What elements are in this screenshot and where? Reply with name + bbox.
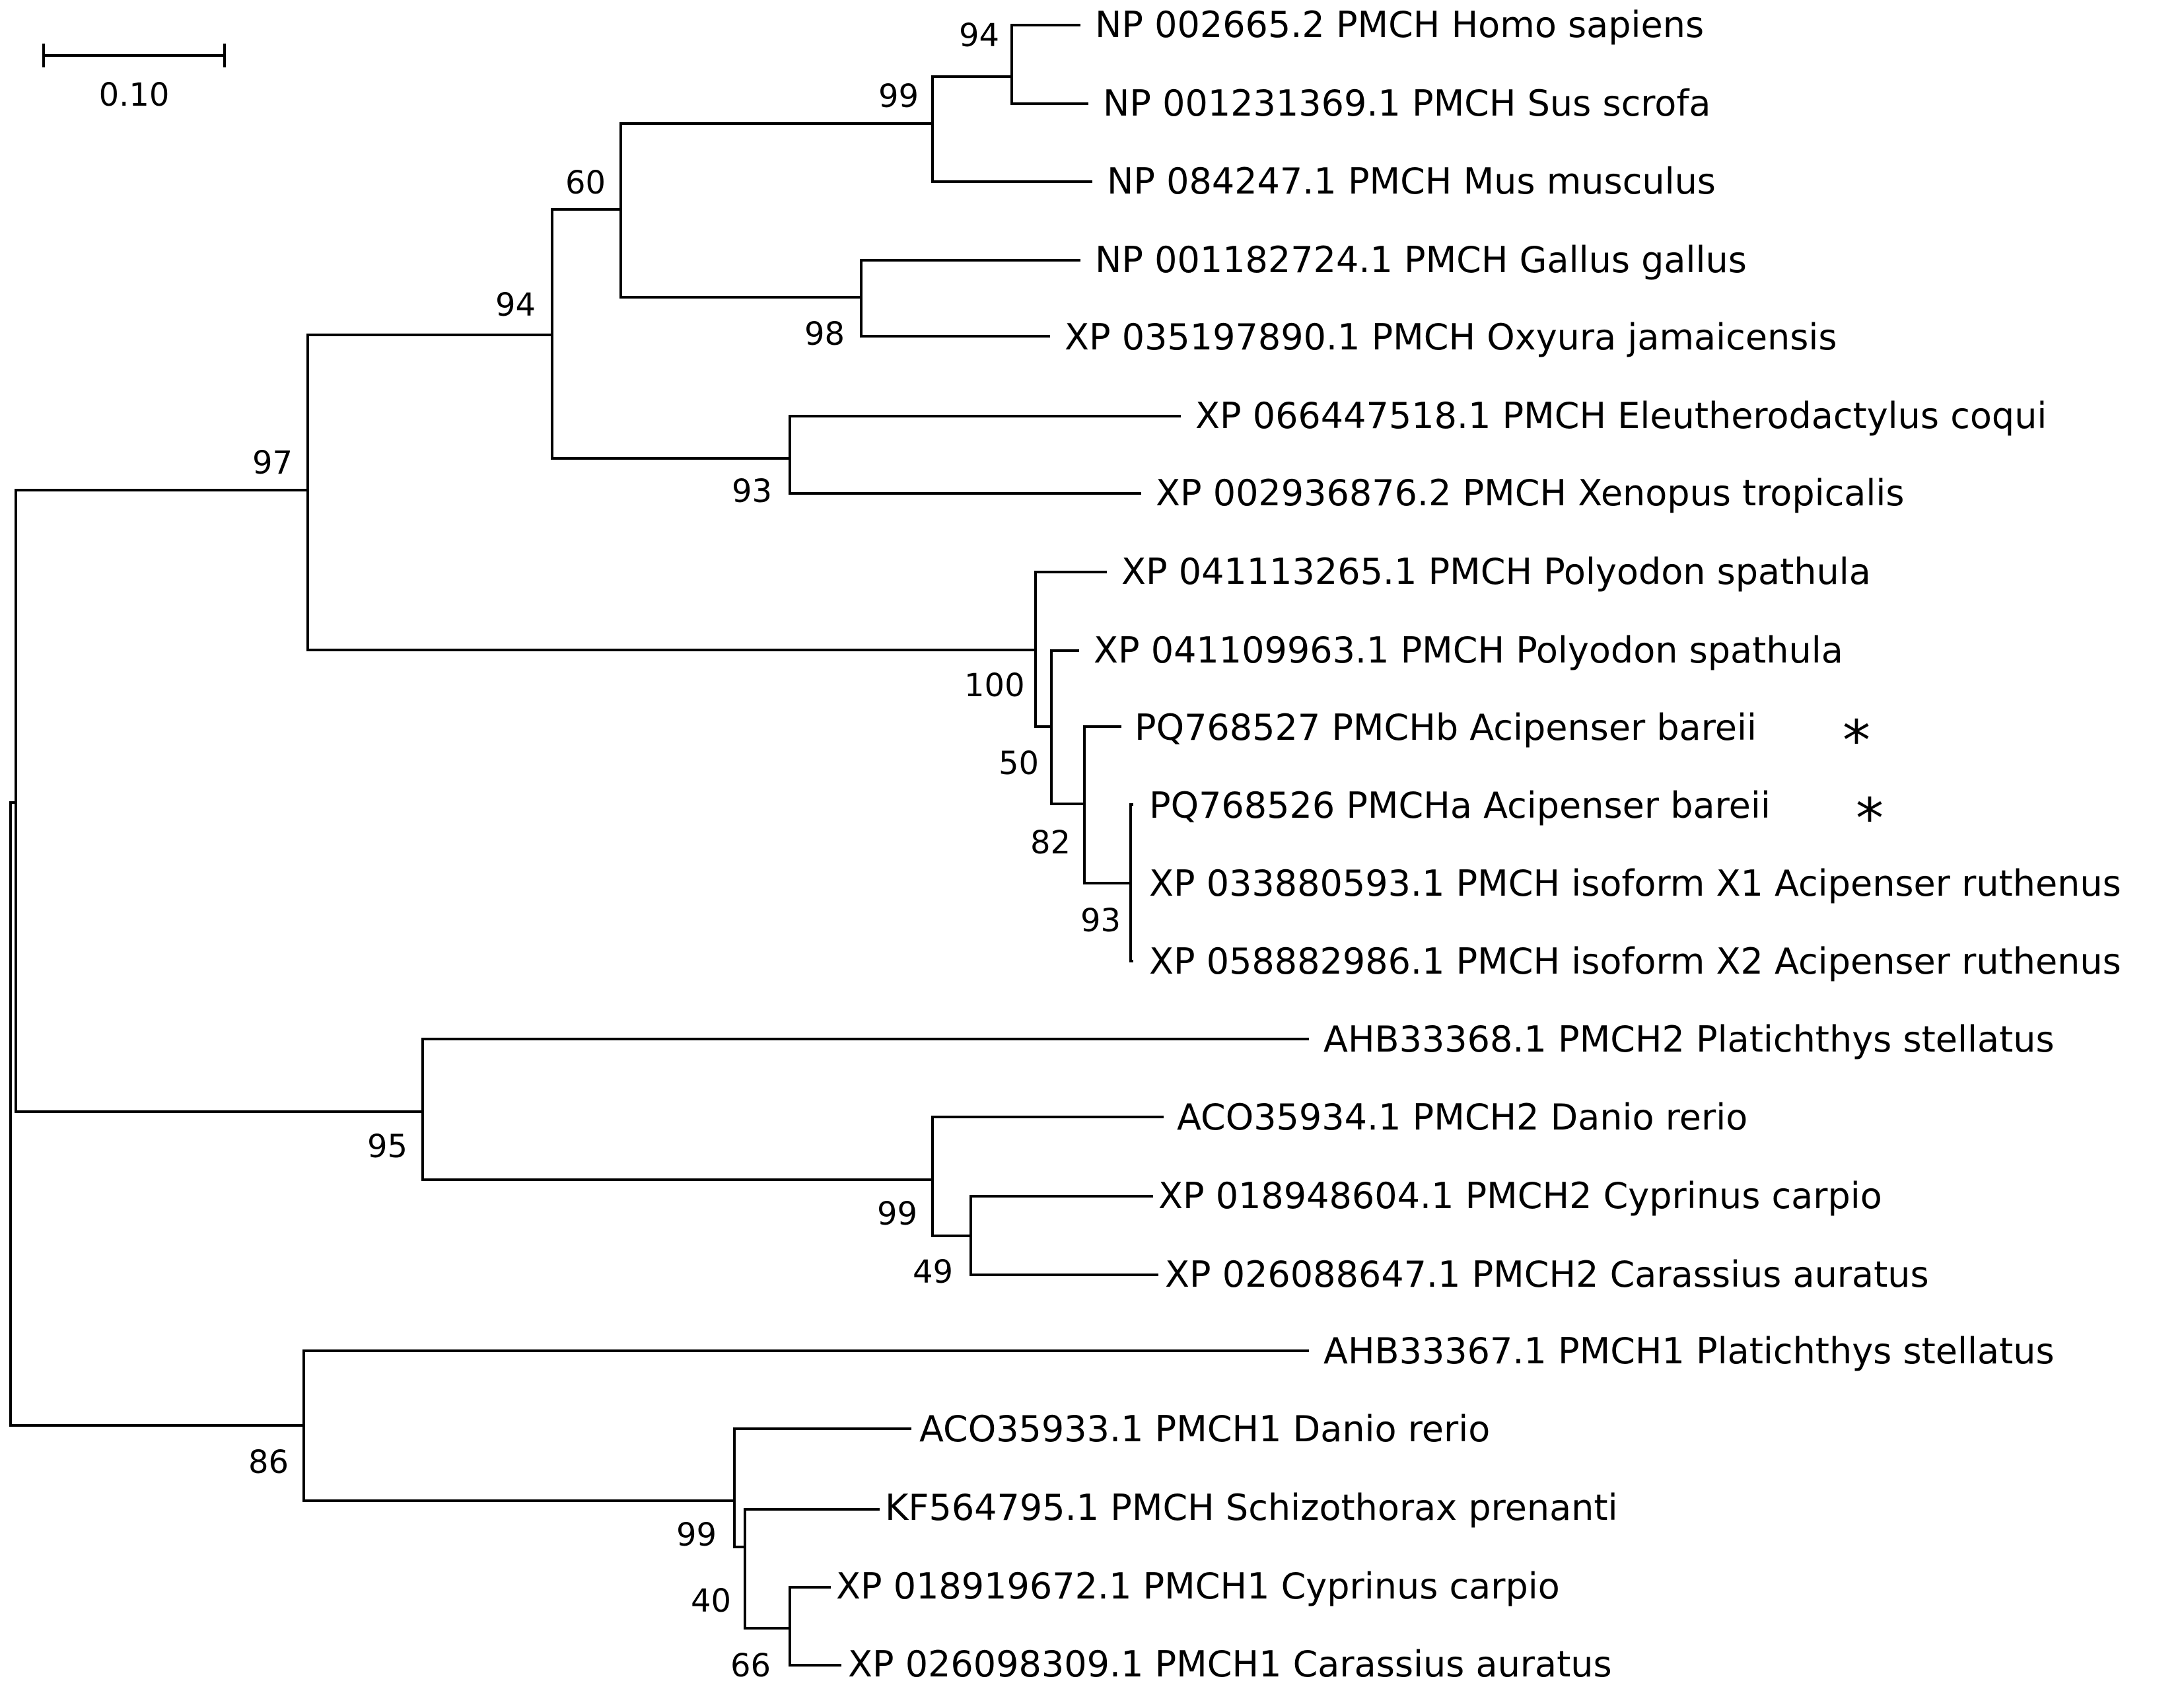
leaf-label: NP 001231369.1 PMCH Sus scrofa [1103,83,1710,124]
leaf-label: XP 035197890.1 PMCH Oxyura jamaicensis [1065,316,1837,358]
support-value: 40 [691,1583,731,1620]
support-value: 99 [878,78,919,115]
leaf-label: NP 002665.2 PMCH Homo sapiens [1095,4,1704,46]
leaf-label: XP 066447518.1 PMCH Eleutherodactylus co… [1195,395,2047,437]
leaf-label: XP 018948604.1 PMCH2 Cyprinus carpio [1158,1175,1882,1217]
support-value: 98 [804,316,845,353]
leaf-label: NP 001182724.1 PMCH Gallus gallus [1095,239,1747,281]
leaf-label: XP 041113265.1 PMCH Polyodon spathula [1121,551,1871,592]
support-value: 49 [913,1254,953,1291]
leaf-label: XP 058882986.1 PMCH isoform X2 Acipenser… [1149,941,2121,982]
support-value: 86 [248,1444,289,1481]
asterisk-icon: * [1843,708,1870,773]
leaf-labels: NP 002665.2 PMCH Homo sapiens NP 0012313… [836,4,2121,1685]
support-value: 94 [495,287,536,324]
support-value: 93 [1080,902,1121,939]
support-value: 99 [877,1196,917,1233]
leaf-label: PQ768527 PMCHb Acipenser bareii [1135,707,1757,748]
leaf-label: ACO35934.1 PMCH2 Danio rerio [1177,1096,1747,1138]
support-value: 60 [565,164,606,201]
support-value: 99 [676,1517,717,1554]
support-values: 94 99 60 94 98 93 97 100 50 82 93 95 99 … [248,17,1121,1684]
leaf-label: KF564795.1 PMCH Schizothorax prenanti [885,1487,1618,1528]
support-value: 93 [732,473,772,510]
leaf-label: XP 002936876.2 PMCH Xenopus tropicalis [1156,472,1905,514]
support-value: 66 [730,1647,771,1684]
leaf-label: AHB33367.1 PMCH1 Platichthys stellatus [1323,1330,2055,1372]
support-value: 95 [367,1128,407,1165]
tree-branches [9,24,1309,1667]
new-sequence-markers: * * [1843,708,1884,851]
leaf-label: AHB33368.1 PMCH2 Platichthys stellatus [1323,1019,2055,1060]
support-value: 94 [959,17,999,54]
asterisk-icon: * [1856,786,1884,851]
leaf-label: XP 026088647.1 PMCH2 Carassius auratus [1165,1254,1929,1295]
leaf-label: XP 033880593.1 PMCH isoform X1 Acipenser… [1149,863,2121,904]
leaf-label: NP 084247.1 PMCH Mus musculus [1107,161,1716,202]
support-value: 100 [964,667,1025,704]
leaf-label: XP 026098309.1 PMCH1 Carassius auratus [848,1643,1612,1685]
support-value: 82 [1030,824,1071,861]
leaf-label: XP 018919672.1 PMCH1 Cyprinus carpio [836,1565,1560,1607]
support-value: 50 [999,745,1039,782]
leaf-label: PQ768526 PMCHa Acipenser bareii [1149,785,1771,826]
leaf-label: XP 041109963.1 PMCH Polyodon spathula [1094,629,1843,671]
scale-bar: 0.10 [42,44,226,114]
support-value: 97 [252,445,293,482]
leaf-label: ACO35933.1 PMCH1 Danio rerio [919,1408,1490,1450]
scale-bar-label: 0.10 [99,77,170,114]
